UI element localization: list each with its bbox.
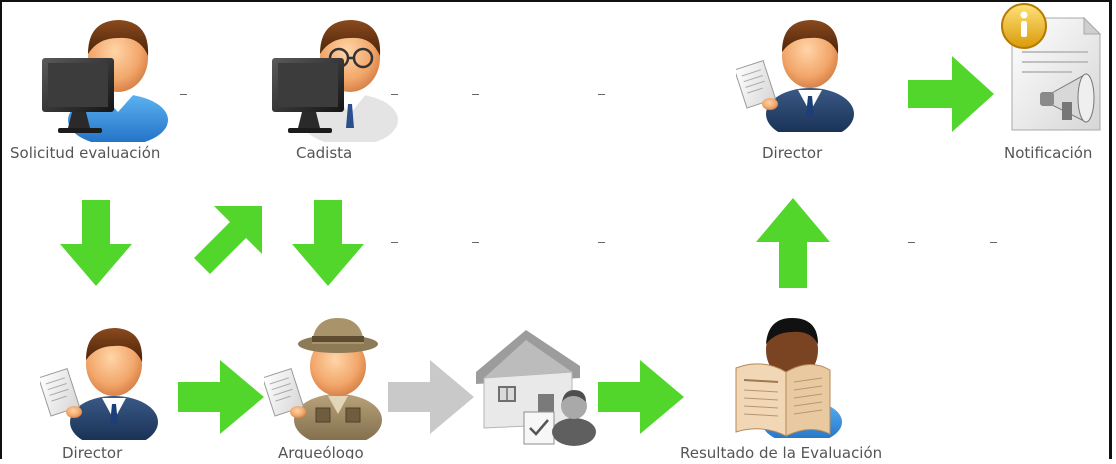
arrow-right-arqueologo-to-inspeccion bbox=[388, 360, 474, 434]
node-label: Resultado de la Evaluación bbox=[680, 444, 883, 459]
arrow-up-right-to-cadista bbox=[194, 206, 262, 274]
placeholder-dash bbox=[908, 242, 915, 243]
businessman-with-document-icon bbox=[40, 328, 158, 440]
businessman-with-document-icon bbox=[736, 20, 854, 132]
node-label: Arqueólogo bbox=[278, 444, 364, 459]
node-solicitud-evaluacion[interactable]: Solicitud evaluación bbox=[10, 8, 182, 162]
placeholder-dash bbox=[990, 242, 997, 243]
arrow-right-director-to-arqueologo bbox=[178, 360, 264, 434]
node-arqueologo[interactable]: Arqueólogo bbox=[264, 314, 394, 459]
node-label: Cadista bbox=[296, 144, 353, 162]
arrow-down-cadista-to-arqueologo bbox=[292, 200, 364, 286]
node-label: Director bbox=[62, 444, 123, 459]
node-director-top[interactable]: Director bbox=[736, 12, 866, 162]
house-inspection-checklist-icon bbox=[476, 330, 596, 446]
node-notificacion[interactable]: Notificación bbox=[992, 2, 1109, 162]
node-label: Director bbox=[762, 144, 823, 162]
node-inspeccion[interactable] bbox=[468, 320, 602, 446]
node-resultado-evaluacion[interactable]: Resultado de la Evaluación bbox=[680, 314, 882, 459]
placeholder-dash bbox=[472, 242, 479, 243]
placeholder-dash bbox=[472, 94, 479, 95]
node-label: Notificación bbox=[1004, 144, 1093, 162]
arrow-right-inspeccion-to-resultado bbox=[598, 360, 684, 434]
user-at-computer-icon bbox=[42, 20, 168, 142]
arrow-right-director-to-notificacion bbox=[908, 56, 994, 132]
placeholder-dash bbox=[598, 94, 605, 95]
placeholder-dash bbox=[180, 94, 187, 95]
placeholder-dash bbox=[391, 242, 398, 243]
node-director-bottom[interactable]: Director bbox=[40, 320, 170, 459]
node-cadista[interactable]: Cadista bbox=[264, 8, 414, 162]
node-label: Solicitud evaluación bbox=[10, 144, 161, 162]
archaeologist-with-document-icon bbox=[264, 318, 382, 440]
user-with-glasses-at-computer-icon bbox=[272, 20, 398, 142]
notification-document-megaphone-icon bbox=[1001, 3, 1102, 131]
placeholder-dash bbox=[598, 242, 605, 243]
arrow-up-resultado-to-director bbox=[756, 198, 830, 288]
man-reading-newspaper-icon bbox=[735, 318, 842, 438]
arrow-down-solicitud-to-director bbox=[60, 200, 132, 286]
placeholder-dash bbox=[391, 94, 398, 95]
